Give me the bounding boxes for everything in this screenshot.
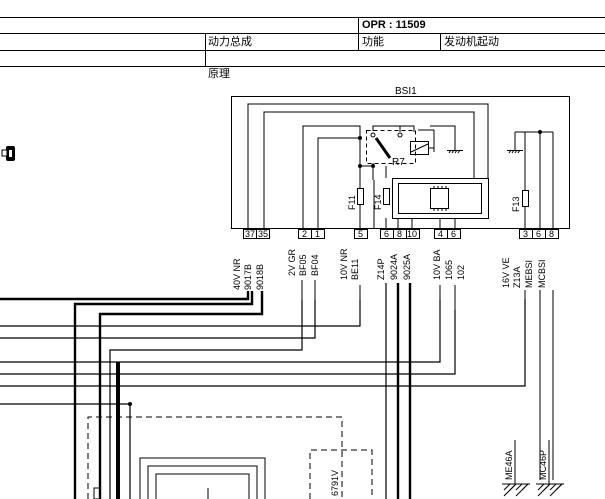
svg-text:6: 6	[536, 229, 541, 239]
svg-text:10: 10	[407, 229, 417, 239]
main-harness	[0, 283, 412, 499]
svg-text:Z13A: Z13A	[512, 266, 522, 288]
svg-text:MC46P: MC46P	[538, 450, 548, 480]
bsi-title: BSI1	[395, 86, 417, 97]
svg-text:F13: F13	[511, 196, 521, 212]
doc-code: OPR : 11509	[362, 19, 426, 31]
svg-text:F11: F11	[347, 195, 357, 210]
lower-component-outline	[87, 416, 373, 499]
svg-text:10V NR: 10V NR	[339, 248, 349, 280]
svg-text:9018B: 9018B	[255, 264, 265, 290]
relay-r7: R7	[366, 129, 435, 168]
control-unit	[392, 178, 489, 219]
relay-label: R7	[392, 157, 405, 168]
connector-pin-numbers: 37 35 2 1 5 6 8 10 4 6 3 6 8	[245, 229, 554, 239]
svg-text:MEBSI: MEBSI	[524, 260, 534, 288]
chip-icon	[430, 186, 449, 211]
svg-text:8: 8	[549, 229, 554, 239]
svg-text:MCBSI: MCBSI	[537, 259, 547, 288]
lower-nested-boxes	[93, 457, 266, 499]
bsi-module-box	[231, 96, 570, 229]
svg-text:1065: 1065	[444, 260, 454, 280]
svg-text:9017B: 9017B	[243, 264, 253, 290]
wire-labels: 40V NR 9017B 9018B 2V GR BF05 BF04 10V N…	[232, 248, 547, 290]
junction-dots	[128, 130, 542, 406]
svg-text:10V BA: 10V BA	[432, 249, 442, 280]
ground-hatch-icon	[502, 440, 564, 497]
svg-text:1: 1	[315, 229, 320, 239]
svg-text:BF05: BF05	[298, 254, 308, 276]
lower-label: 6791V	[330, 470, 340, 496]
fuse-f13: F13	[511, 190, 529, 212]
svg-text:Z14P: Z14P	[376, 258, 386, 280]
svg-text:BF04: BF04	[310, 254, 320, 276]
section-title: 原理	[208, 68, 230, 80]
svg-text:BE11: BE11	[350, 259, 360, 280]
svg-text:9024A: 9024A	[389, 254, 399, 280]
header-table	[0, 17, 605, 67]
svg-text:5: 5	[358, 229, 363, 239]
svg-text:9025A: 9025A	[402, 254, 412, 280]
svg-text:F14: F14	[373, 194, 383, 210]
svg-text:16V VE: 16V VE	[501, 257, 511, 288]
svg-text:35: 35	[258, 229, 268, 239]
thin-wires	[301, 280, 554, 480]
svg-text:6: 6	[384, 229, 389, 239]
fuse-f14: F14	[373, 188, 390, 210]
ground-terminals: ME46A MC46P	[502, 440, 564, 497]
svg-text:3: 3	[523, 229, 528, 239]
svg-text:6: 6	[451, 229, 456, 239]
svg-text:8: 8	[397, 229, 402, 239]
svg-text:40V NR: 40V NR	[232, 258, 242, 290]
svg-text:4: 4	[438, 229, 443, 239]
svg-text:102: 102	[456, 265, 466, 280]
svg-text:2V GR: 2V GR	[287, 248, 297, 276]
system-name: 动力总成	[208, 36, 252, 48]
svg-text:2: 2	[302, 229, 307, 239]
svg-text:37: 37	[245, 229, 255, 239]
connector-pins	[243, 229, 559, 239]
secondary-harness	[0, 283, 526, 499]
function-value: 发动机起动	[444, 36, 499, 48]
ignition-key-icon	[1, 146, 15, 161]
svg-text:ME46A: ME46A	[504, 450, 514, 480]
function-label: 功能	[362, 36, 384, 48]
ground-symbol-icon	[447, 149, 523, 154]
fuse-f11: F11	[347, 188, 364, 210]
